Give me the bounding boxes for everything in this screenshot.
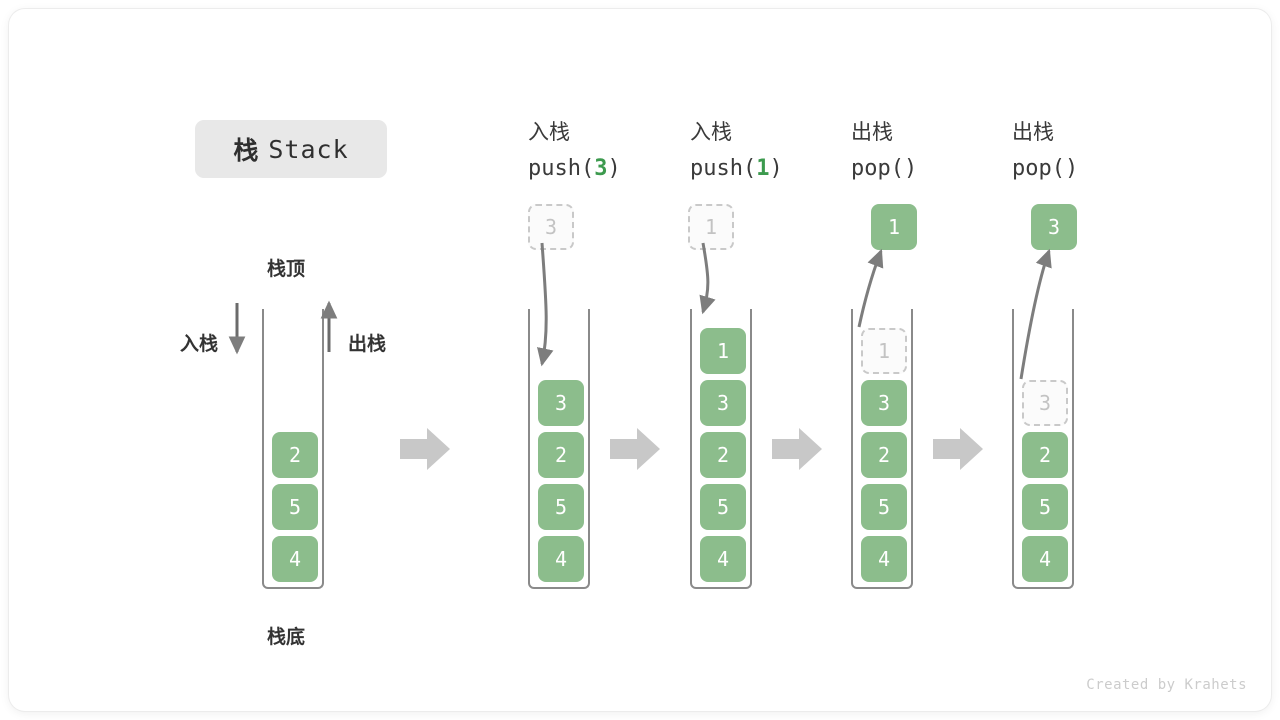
stack-cell: 2 [700, 432, 746, 478]
stack-container-pop-3: 3 2 5 4 [1012, 309, 1074, 589]
stack-cell: 5 [861, 484, 907, 530]
stack-cell: 3 [861, 380, 907, 426]
stack-top-label: 栈顶 [267, 259, 306, 280]
floating-cell-push-3: 3 [528, 204, 574, 250]
header-fn-prefix: push( [690, 156, 757, 181]
floating-cell-pop-1: 1 [871, 204, 917, 250]
stack-cell: 2 [538, 432, 584, 478]
floating-cell-pop-3: 3 [1031, 204, 1077, 250]
stack-cell: 4 [1022, 536, 1068, 582]
header-line-1: 出栈 [1012, 121, 1054, 144]
stack-cell: 1 [700, 328, 746, 374]
stack-cell: 5 [538, 484, 584, 530]
push-side-label: 入栈 [180, 334, 219, 355]
diagram-card: 栈 Stack 栈顶 栈底 入栈 出栈 2 5 4 入栈 push(3) 3 3… [9, 9, 1271, 711]
block-arrow-1 [400, 428, 450, 470]
header-fn-suffix: ) [903, 156, 918, 181]
header-line-1: 入栈 [690, 121, 732, 144]
diagram-title-badge: 栈 Stack [195, 120, 387, 178]
column-header-push-3: 入栈 push(3) [528, 115, 621, 187]
stack-cell: 5 [700, 484, 746, 530]
header-line-1: 出栈 [851, 121, 893, 144]
arrow-overlay [228, 242, 1052, 470]
header-fn-arg: 3 [594, 156, 608, 181]
stack-container-push-1: 1 3 2 5 4 [690, 309, 752, 589]
stack-cell: 4 [538, 536, 584, 582]
stack-cell: 4 [700, 536, 746, 582]
footer-credit: Created by Krahets [1086, 677, 1247, 693]
header-line-1: 入栈 [528, 121, 570, 144]
stack-cell: 5 [1022, 484, 1068, 530]
header-fn-prefix: pop( [1012, 156, 1065, 181]
header-fn-suffix: ) [607, 156, 621, 181]
stack-container-initial: 2 5 4 [262, 309, 324, 589]
header-line-2: push(1) [690, 151, 783, 187]
pop-side-label: 出栈 [348, 334, 387, 355]
stack-cell: 5 [272, 484, 318, 530]
header-line-2: push(3) [528, 151, 621, 187]
stack-cell: 2 [272, 432, 318, 478]
header-line-2: pop() [1012, 151, 1078, 187]
stack-bottom-label: 栈底 [267, 627, 306, 648]
block-arrow-4 [933, 428, 983, 470]
stack-container-pop-1: 1 3 2 5 4 [851, 309, 913, 589]
stack-cell: 2 [861, 432, 907, 478]
stack-cell: 3 [538, 380, 584, 426]
push-1-flow-arrow [699, 242, 716, 315]
stack-cell: 4 [861, 536, 907, 582]
header-line-2: pop() [851, 151, 917, 187]
header-fn-prefix: push( [528, 156, 595, 181]
header-fn-suffix: ) [1064, 156, 1079, 181]
block-arrow-3 [772, 428, 822, 470]
stack-cell: 4 [272, 536, 318, 582]
column-header-pop-3: 出栈 pop() [1012, 115, 1078, 187]
column-header-pop-1: 出栈 pop() [851, 115, 917, 187]
header-fn-suffix: ) [769, 156, 783, 181]
block-arrow-2 [610, 428, 660, 470]
stack-cell: 2 [1022, 432, 1068, 478]
stack-cell-ghost: 3 [1022, 380, 1068, 426]
header-fn-arg: 1 [756, 156, 770, 181]
title-en: Stack [268, 134, 349, 164]
title-cn: 栈 [233, 137, 260, 165]
column-header-push-1: 入栈 push(1) [690, 115, 783, 187]
stack-container-push-3: 3 2 5 4 [528, 309, 590, 589]
floating-cell-push-1: 1 [688, 204, 734, 250]
header-fn-prefix: pop( [851, 156, 904, 181]
stack-cell-ghost: 1 [861, 328, 907, 374]
stack-cell: 3 [700, 380, 746, 426]
